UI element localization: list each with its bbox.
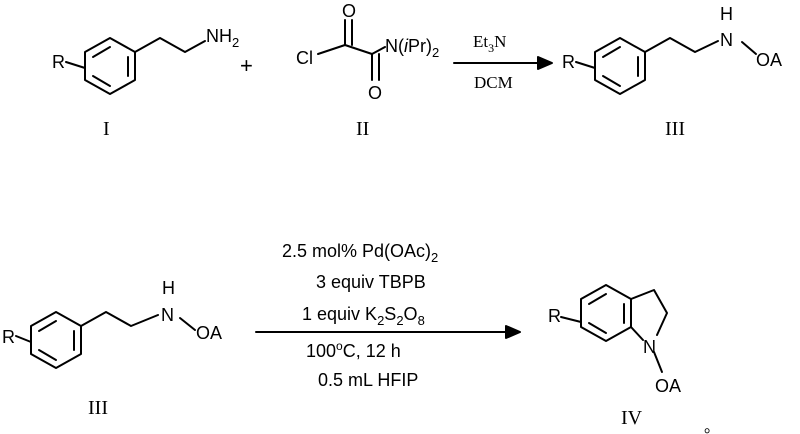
- compound-i: R NH2 I: [52, 26, 239, 140]
- pyrrolidine-ring: [630, 289, 668, 336]
- oa-label: OA: [756, 50, 782, 70]
- solvent-dcm: DCM: [474, 73, 513, 92]
- nitrogen-label: N: [720, 30, 733, 50]
- ring-nitrogen: N: [643, 337, 656, 357]
- compound-label-iv: IV: [621, 407, 643, 429]
- nitrogen-label: N: [161, 305, 174, 325]
- condition-persulfate: 1 equiv K2S2O8: [302, 304, 425, 328]
- compound-iii-reactant: R H N OA III: [2, 278, 222, 419]
- ethyl-chain: [134, 37, 206, 53]
- carbonyl-o-bottom: O: [368, 83, 382, 103]
- chlorine-label: Cl: [296, 48, 313, 68]
- carbonyl-o-top: O: [342, 1, 356, 21]
- oa-label: OA: [655, 376, 681, 396]
- r-substituent-bond: [65, 61, 86, 69]
- r-group-label: R: [52, 52, 65, 72]
- nh-hydrogen: H: [720, 4, 733, 24]
- trailing-period-mark: 。: [704, 419, 720, 434]
- compound-iv: R N OA IV: [548, 284, 681, 429]
- plus-sign: +: [240, 53, 253, 78]
- r-group-label: R: [2, 327, 15, 347]
- r-group-label: R: [562, 52, 575, 72]
- svg-text:NH2: NH2: [206, 26, 239, 50]
- reaction-arrow-2: 2.5 mol% Pd(OAc)2 3 equiv TBPB 1 equiv K…: [255, 241, 521, 390]
- compound-iii-product: R H N OA III: [562, 4, 782, 140]
- compound-label-iii: III: [665, 118, 685, 140]
- compound-label-i: I: [103, 118, 110, 140]
- diisopropylamide-label: N(iPr)2: [385, 36, 439, 60]
- nh-hydrogen: H: [162, 278, 175, 298]
- condition-catalyst: 2.5 mol% Pd(OAc)2: [282, 241, 438, 265]
- condition-solvent-hfip: 0.5 mL HFIP: [318, 370, 418, 390]
- compound-label-iii: III: [88, 397, 108, 419]
- compound-label-ii: II: [356, 118, 369, 140]
- reagent-et3n: Et3N: [473, 32, 506, 55]
- compound-ii: Cl O O N(iPr)2 II: [296, 1, 439, 140]
- amine-label: NH: [206, 26, 232, 46]
- r-group-label: R: [548, 306, 561, 326]
- reaction-arrow-1: Et3N DCM: [453, 32, 553, 92]
- condition-temperature-time: 100oC, 12 h: [306, 339, 401, 361]
- condition-oxidant-tbpb: 3 equiv TBPB: [316, 272, 426, 292]
- oa-label: OA: [196, 323, 222, 343]
